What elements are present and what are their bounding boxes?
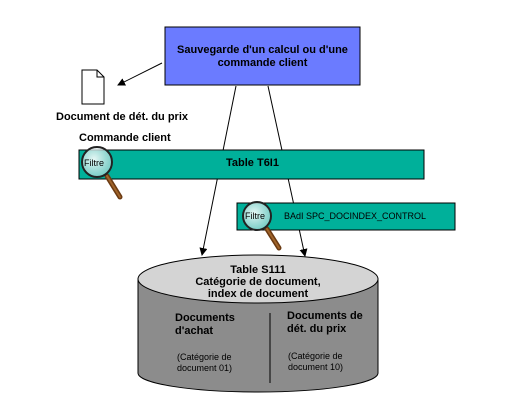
document-icon	[81, 69, 105, 105]
table-s111-cylinder	[137, 254, 379, 393]
document-label: Document de dét. du prix	[56, 111, 189, 123]
purchase-documents-note: (Catégorie de document 01)	[177, 352, 233, 373]
filter-label: Filtre	[245, 211, 265, 221]
pricing-documents-label: Documents de dét. du prix	[287, 310, 363, 335]
table-t6i1-label: Table T6I1	[226, 157, 279, 169]
pricing-documents-note: (Catégorie de document 10)	[288, 351, 344, 372]
badi-label: BAdI SPC_DOCINDEX_CONTROL	[284, 211, 427, 221]
magnifier-icon	[242, 201, 282, 251]
save-calculation-box	[164, 26, 361, 86]
filter-label: Filtre	[84, 158, 104, 168]
order-label: Commande client	[79, 132, 171, 144]
purchase-documents-label: Documents d'achat	[175, 312, 235, 337]
badi-bar	[236, 202, 456, 231]
magnifier-icon	[81, 146, 123, 200]
save-calculation-label: Sauvegarde d'un calcul ou d'une commande…	[177, 44, 348, 69]
arrow-to-document	[117, 62, 163, 86]
table-t6i1-bar	[78, 149, 425, 180]
cylinder-title: Table S111 Catégorie de document, index …	[195, 264, 321, 300]
